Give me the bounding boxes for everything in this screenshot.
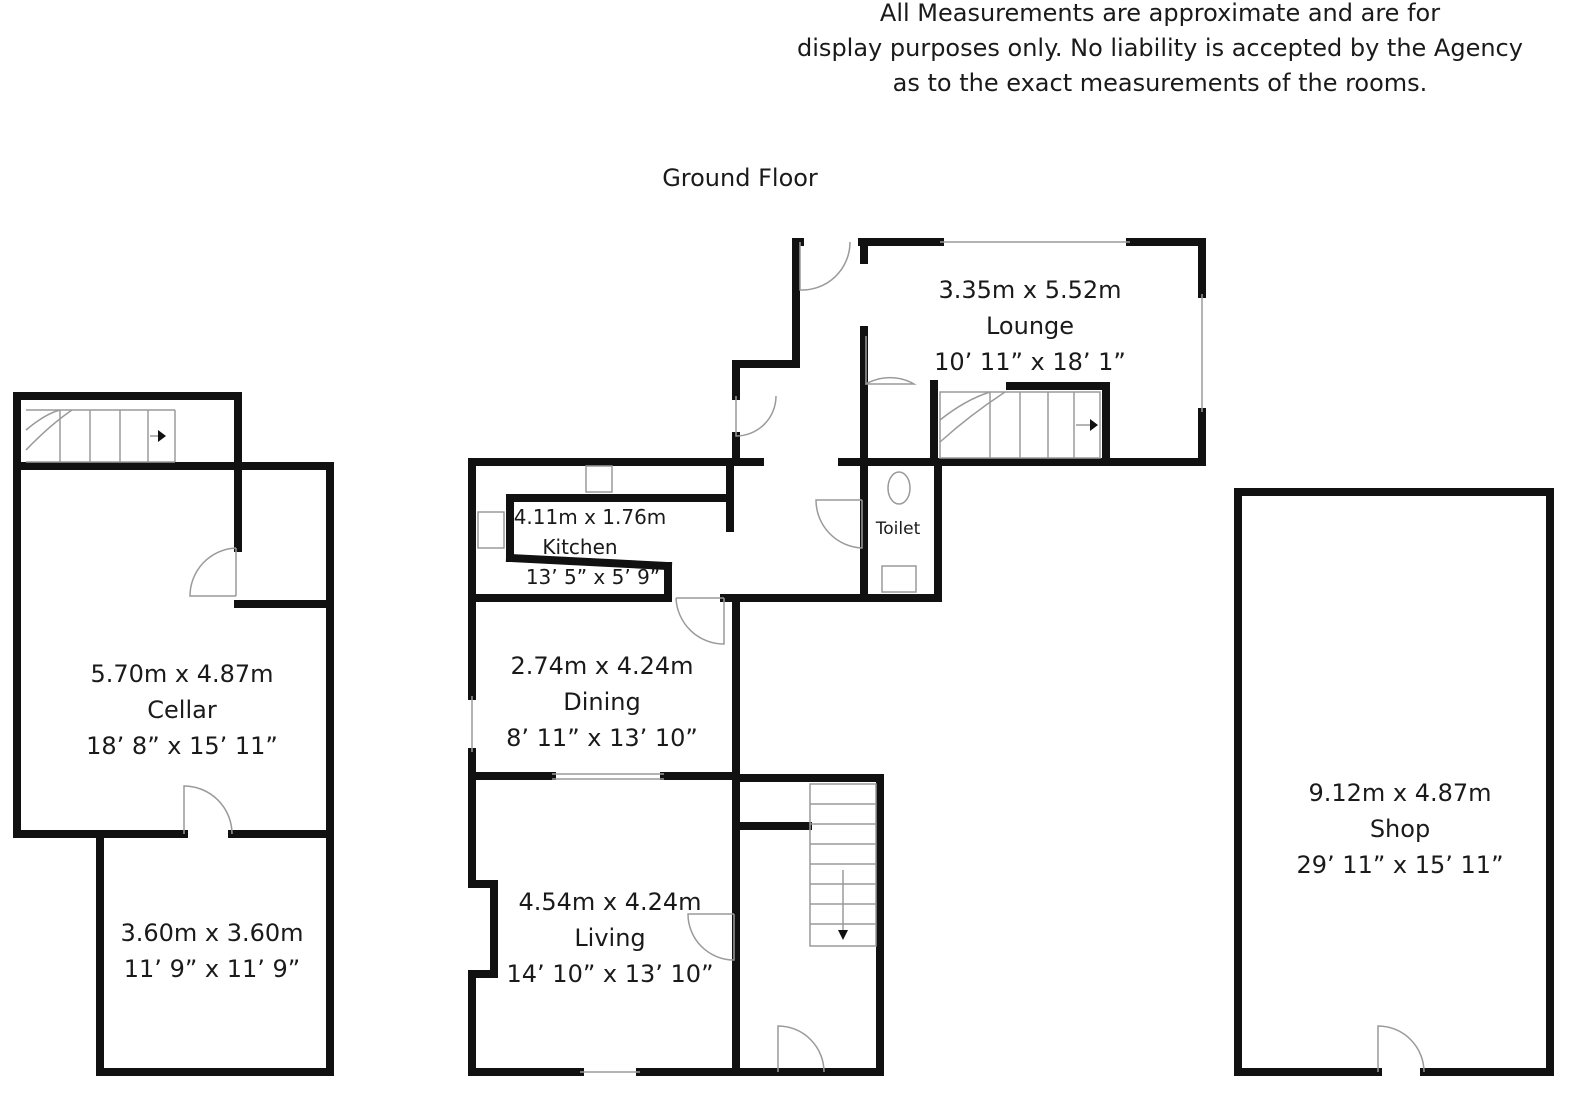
room-name: Living bbox=[574, 924, 646, 952]
ground-floor-plan bbox=[468, 238, 1206, 1076]
disclaimer-line-2: display purposes only. No liability is a… bbox=[797, 34, 1523, 62]
lounge-wall bbox=[934, 408, 1206, 466]
shop-plan bbox=[1234, 488, 1554, 1076]
cellar-wall-right bbox=[96, 462, 334, 1076]
room-dimension-imperial: 29’ 11” x 15’ 11” bbox=[1296, 851, 1504, 879]
room-label-dining: 2.74m x 4.24m Dining 8’ 11” x 13’ 10” bbox=[502, 648, 702, 756]
basin-icon bbox=[881, 565, 917, 593]
toilet-icon bbox=[887, 471, 911, 505]
outer-wall bbox=[468, 748, 584, 1076]
room-dimension-imperial: 8’ 11” x 13’ 10” bbox=[506, 724, 698, 752]
room-name: Cellar bbox=[147, 696, 217, 724]
room-dimension-imperial: 13’ 5” x 5’ 9” bbox=[525, 565, 661, 589]
room-dimension-imperial: 18’ 8” x 15’ 11” bbox=[86, 732, 278, 760]
door-swing bbox=[687, 913, 735, 961]
room-dimension-metric: 4.54m x 4.24m bbox=[518, 888, 702, 916]
door-swing bbox=[815, 499, 863, 549]
door-swing bbox=[189, 547, 237, 597]
disclaimer: All Measurements are approximate and are… bbox=[770, 0, 1550, 101]
cellar-stairs bbox=[25, 409, 176, 463]
room-dimension-imperial: 14’ 10” x 13’ 10” bbox=[506, 960, 714, 988]
room-label-shop: 9.12m x 4.87m Shop 29’ 11” x 15’ 11” bbox=[1290, 775, 1510, 883]
disclaimer-line-3: as to the exact measurements of the room… bbox=[892, 69, 1428, 97]
kitchen-wall bbox=[468, 562, 672, 602]
room-name: Kitchen bbox=[542, 535, 618, 559]
room-dimension-metric: 3.60m x 3.60m bbox=[120, 919, 304, 947]
ground-floor-fixtures bbox=[471, 241, 1203, 1073]
door-swing bbox=[183, 785, 233, 835]
room-dimension-metric: 9.12m x 4.87m bbox=[1308, 779, 1492, 807]
disclaimer-line-1: All Measurements are approximate and are… bbox=[879, 0, 1441, 27]
door-swing bbox=[675, 597, 725, 645]
room-dimension-metric: 5.70m x 4.87m bbox=[90, 660, 274, 688]
cellar-fixtures bbox=[25, 409, 237, 835]
room-name: Lounge bbox=[985, 312, 1075, 340]
kitchen-worktop bbox=[505, 553, 673, 571]
cellar-wall bbox=[13, 462, 188, 838]
room-name: Shop bbox=[1369, 815, 1431, 843]
room-label-lounge: 3.35m x 5.52m Lounge 10’ 11” x 18’ 1” bbox=[930, 272, 1130, 380]
room-dimension-metric: 4.11m x 1.76m bbox=[513, 505, 667, 529]
door-swing bbox=[777, 1025, 825, 1073]
arrow-icon bbox=[838, 930, 848, 940]
hall-stairs bbox=[809, 783, 877, 947]
hob-icon bbox=[477, 511, 505, 549]
room-label-kitchen: 4.11m x 1.76m Kitchen 13’ 5” x 5’ 9” bbox=[500, 502, 680, 592]
outer-wall bbox=[732, 774, 884, 1076]
door-swing bbox=[735, 395, 777, 437]
room-dimension-imperial: 10’ 11” x 18’ 1” bbox=[934, 348, 1126, 376]
arrow-icon bbox=[158, 430, 166, 442]
arrow-icon bbox=[1090, 419, 1098, 431]
room-dimension-metric: 2.74m x 4.24m bbox=[510, 652, 694, 680]
sink-icon bbox=[585, 465, 613, 493]
room-label-cellar-room: 3.60m x 3.60m 11’ 9” x 11’ 9” bbox=[102, 915, 322, 987]
door-swing bbox=[799, 241, 851, 291]
floor-title: Ground Floor bbox=[662, 164, 818, 192]
hall-wall bbox=[720, 594, 740, 1076]
room-dimension-metric: 3.35m x 5.52m bbox=[938, 276, 1122, 304]
room-label-toilet: Toilet bbox=[868, 518, 928, 540]
lounge-stair-wall bbox=[1006, 382, 1110, 466]
room-name: Toilet bbox=[875, 519, 921, 539]
lounge-wall bbox=[1126, 238, 1206, 298]
cellar-plan bbox=[13, 392, 334, 1076]
shop-wall bbox=[1234, 488, 1554, 1076]
door-swing bbox=[1377, 1025, 1425, 1073]
room-name: Dining bbox=[563, 688, 641, 716]
door-swing bbox=[865, 336, 917, 386]
outer-wall bbox=[468, 458, 764, 700]
room-label-living: 4.54m x 4.24m Living 14’ 10” x 13’ 10” bbox=[500, 884, 720, 992]
lounge-stairs bbox=[939, 391, 1101, 459]
room-label-cellar: 5.70m x 4.87m Cellar 18’ 8” x 15’ 11” bbox=[72, 656, 292, 764]
room-dimension-imperial: 11’ 9” x 11’ 9” bbox=[123, 955, 301, 983]
hall-wall bbox=[732, 462, 942, 602]
hall-wall bbox=[732, 238, 804, 400]
